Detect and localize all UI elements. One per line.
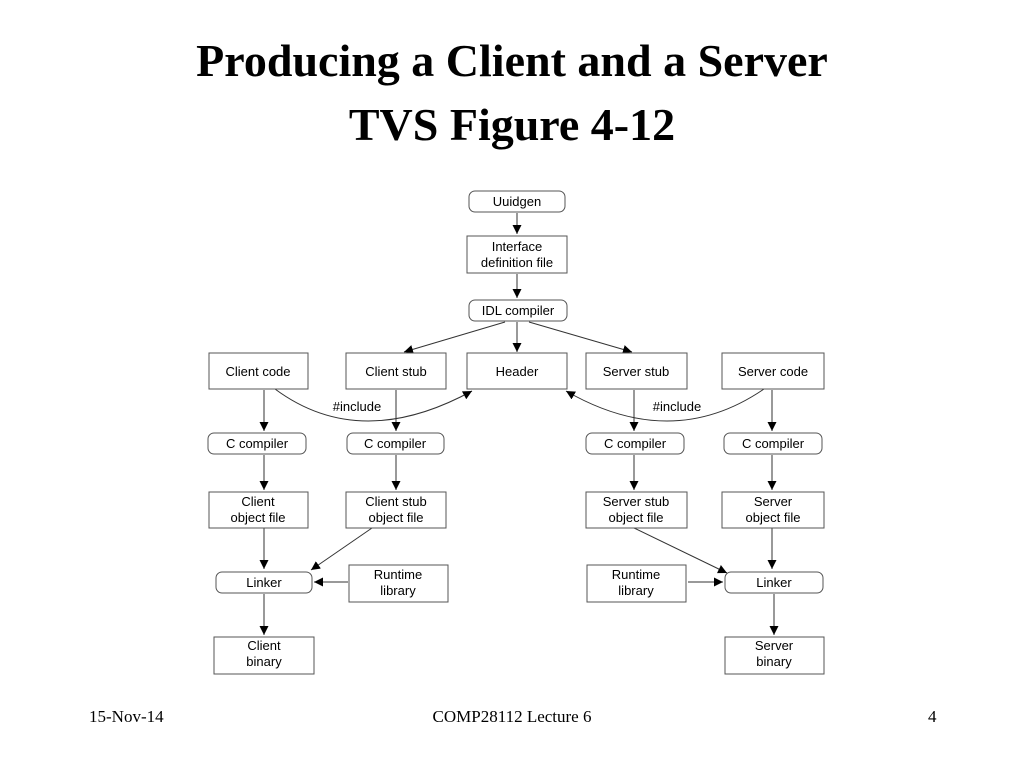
node-server-stub-obj-label-2: object file	[609, 510, 664, 525]
node-server-linker: Linker	[724, 571, 824, 594]
diagram-edges	[259, 213, 779, 635]
node-client-stub-obj-label-1: Client stub	[365, 494, 426, 509]
node-server-stub-obj-label-1: Server stub	[603, 494, 669, 509]
node-client-binary: Client binary	[213, 636, 315, 675]
node-client-code: Client code	[208, 352, 309, 390]
node-client-binary-label-2: binary	[246, 654, 282, 669]
node-client-code-label: Client code	[225, 364, 290, 379]
node-server-runtime-library: Runtime library	[586, 564, 687, 603]
node-uuidgen: Uuidgen	[468, 190, 566, 213]
node-c-compiler-1: C compiler	[207, 432, 307, 455]
node-server-obj-label-1: Server	[754, 494, 793, 509]
node-client-linker-label: Linker	[246, 575, 282, 590]
include-label-bg-left	[326, 399, 388, 414]
edge-server-stub-obj-to-linker	[633, 527, 728, 574]
node-client-runtime-label-2: library	[380, 583, 416, 598]
node-uuidgen-label: Uuidgen	[493, 194, 541, 209]
node-client-stub-label: Client stub	[365, 364, 426, 379]
node-idl-compiler-label: IDL compiler	[482, 303, 555, 318]
node-header: Header	[466, 352, 568, 390]
node-server-linker-label: Linker	[756, 575, 792, 590]
edge-idl-to-client-stub	[403, 321, 506, 354]
node-idf-label-1: Interface	[492, 239, 543, 254]
node-server-obj-label-2: object file	[746, 510, 801, 525]
node-c-compiler-2-label: C compiler	[364, 436, 427, 451]
footer-course: COMP28112 Lecture 6	[432, 707, 592, 726]
node-interface-definition-file: Interface definition file	[466, 235, 568, 274]
slide-title-line-1: Producing a Client and a Server	[196, 35, 828, 86]
node-client-stub: Client stub	[345, 352, 447, 390]
node-c-compiler-3: C compiler	[585, 432, 685, 455]
node-server-code-label: Server code	[738, 364, 808, 379]
node-client-binary-label-1: Client	[247, 638, 281, 653]
edge-idl-to-server-stub	[528, 321, 633, 354]
node-server-stub-object-file: Server stub object file	[585, 491, 688, 529]
slide-title-line-2: TVS Figure 4-12	[348, 99, 676, 150]
node-server-runtime-label-2: library	[618, 583, 654, 598]
node-idl-compiler: IDL compiler	[468, 299, 568, 322]
node-idf-label-2: definition file	[481, 255, 553, 270]
node-c-compiler-4: C compiler	[723, 432, 823, 455]
node-server-runtime-label-1: Runtime	[612, 567, 660, 582]
include-label-right: #include	[653, 399, 701, 414]
node-client-linker: Linker	[215, 571, 313, 594]
node-server-binary-label-2: binary	[756, 654, 792, 669]
node-client-obj-label-1: Client	[241, 494, 275, 509]
node-client-obj-label-2: object file	[231, 510, 286, 525]
node-client-object-file: Client object file	[208, 491, 309, 529]
edge-client-stub-obj-to-linker	[310, 527, 373, 571]
node-server-code: Server code	[721, 352, 825, 390]
node-server-binary-label-1: Server	[755, 638, 794, 653]
edge-include-right	[565, 388, 765, 422]
node-server-object-file: Server object file	[721, 491, 825, 529]
node-c-compiler-4-label: C compiler	[742, 436, 805, 451]
node-server-stub-label: Server stub	[603, 364, 669, 379]
footer-page-number: 4	[928, 707, 937, 726]
node-server-stub: Server stub	[585, 352, 688, 390]
node-c-compiler-1-label: C compiler	[226, 436, 289, 451]
node-client-stub-obj-label-2: object file	[369, 510, 424, 525]
edge-include-left	[274, 388, 473, 422]
node-client-runtime-library: Runtime library	[348, 564, 449, 603]
node-server-binary: Server binary	[724, 636, 825, 675]
node-header-label: Header	[496, 364, 539, 379]
node-c-compiler-2: C compiler	[346, 432, 445, 455]
node-client-stub-object-file: Client stub object file	[345, 491, 447, 529]
include-label-left: #include	[333, 399, 381, 414]
node-c-compiler-3-label: C compiler	[604, 436, 667, 451]
include-label-bg-right	[646, 399, 708, 414]
node-client-runtime-label-1: Runtime	[374, 567, 422, 582]
footer-date: 15-Nov-14	[89, 707, 164, 726]
